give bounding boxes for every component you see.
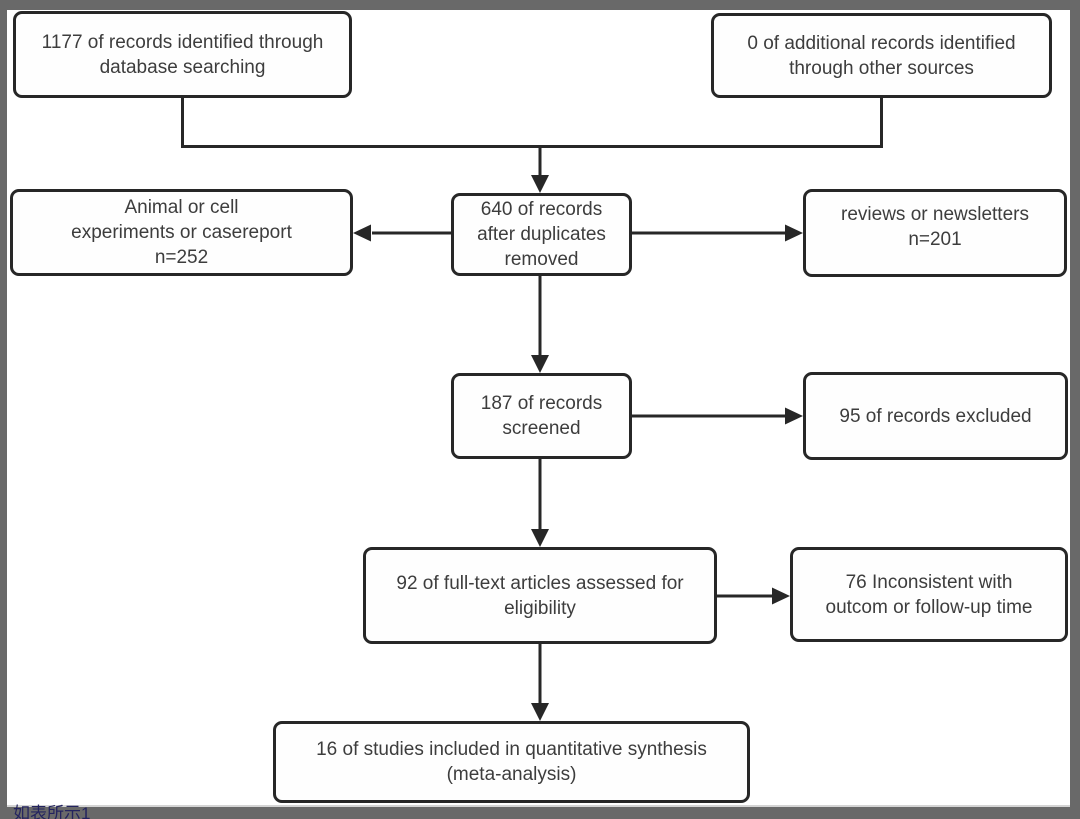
node-line: screened bbox=[502, 418, 581, 439]
flow-node-records-identified-database: 1177 of records identified through datab… bbox=[13, 11, 352, 98]
node-line: 92 of full-text articles assessed for bbox=[396, 572, 684, 594]
node-line: 187 of records bbox=[480, 393, 603, 414]
node-line: 640 of records bbox=[480, 199, 603, 220]
node-line: 76 Inconsistent with bbox=[845, 571, 1013, 593]
flow-node-fulltext-assessed: 92 of full-text articles assessed for el… bbox=[363, 547, 717, 644]
node-line: 1177 of records identified through bbox=[41, 31, 324, 53]
flow-node-records-after-duplicates: 640 of records after duplicates removed bbox=[451, 193, 632, 276]
node-line: removed bbox=[504, 249, 579, 270]
node-line: outcom or follow-up time bbox=[825, 596, 1033, 618]
node-line: experiments or casereport bbox=[71, 222, 292, 243]
caption-text: 如表所示1 bbox=[13, 804, 91, 819]
node-line: database searching bbox=[99, 56, 266, 78]
node-line: through other sources bbox=[789, 57, 974, 79]
node-line: 0 of additional records identified bbox=[747, 32, 1016, 54]
flow-node-records-screened: 187 of records screened bbox=[451, 373, 632, 459]
flow-node-additional-records-other-sources: 0 of additional records identified throu… bbox=[711, 13, 1052, 98]
flow-node-studies-included: 16 of studies included in quantitative s… bbox=[273, 721, 750, 803]
node-line: after duplicates bbox=[477, 224, 606, 245]
flow-node-excluded-animal-cell: Animal or cell experiments or casereport… bbox=[10, 189, 353, 276]
flow-node-records-excluded: 95 of records excluded bbox=[803, 372, 1068, 460]
node-line: reviews or newsletters bbox=[841, 204, 1029, 225]
node-line: 16 of studies included in quantitative s… bbox=[316, 739, 707, 760]
node-line: n=252 bbox=[154, 247, 209, 268]
node-line: Animal or cell bbox=[124, 197, 239, 218]
node-line: 95 of records excluded bbox=[839, 405, 1032, 427]
node-line: n=201 bbox=[908, 229, 962, 250]
flow-node-excluded-inconsistent: 76 Inconsistent with outcom or follow-up… bbox=[790, 547, 1068, 642]
flow-node-excluded-reviews-newsletters: reviews or newsletters n=201 bbox=[803, 189, 1067, 277]
node-line: (meta-analysis) bbox=[446, 764, 577, 785]
node-line: eligibility bbox=[504, 597, 576, 619]
